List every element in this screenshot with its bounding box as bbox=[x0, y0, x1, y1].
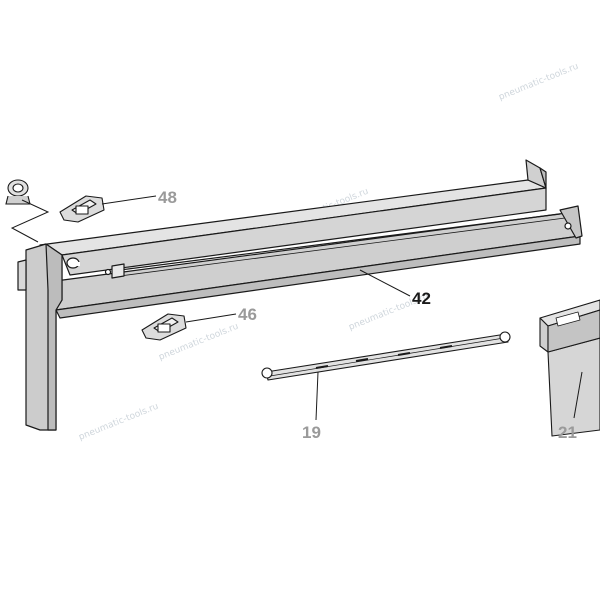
clip-part-46 bbox=[141, 313, 187, 341]
rod-part-19 bbox=[261, 331, 511, 381]
callout-48: 48 bbox=[158, 188, 177, 207]
callout-48-leader bbox=[101, 195, 157, 205]
callout-19: 19 bbox=[302, 423, 321, 442]
callout-21: 21 bbox=[558, 423, 577, 442]
callout-42: 42 bbox=[412, 289, 431, 308]
callout-42-leader bbox=[359, 269, 411, 297]
bracket-part-21 bbox=[539, 299, 600, 437]
watermark-4: pneumatic-tools.ru bbox=[497, 62, 580, 103]
nut-part bbox=[5, 179, 31, 205]
watermark-5: pneumatic-tools.ru bbox=[77, 402, 160, 443]
callout-46-leader bbox=[185, 313, 237, 323]
callout-19-leader bbox=[315, 371, 319, 421]
rail-part-42 bbox=[17, 159, 583, 431]
clip-part-48 bbox=[59, 195, 105, 223]
nut-leader bbox=[10, 199, 50, 243]
callout-21-leader bbox=[573, 371, 583, 419]
callout-46: 46 bbox=[238, 305, 257, 324]
